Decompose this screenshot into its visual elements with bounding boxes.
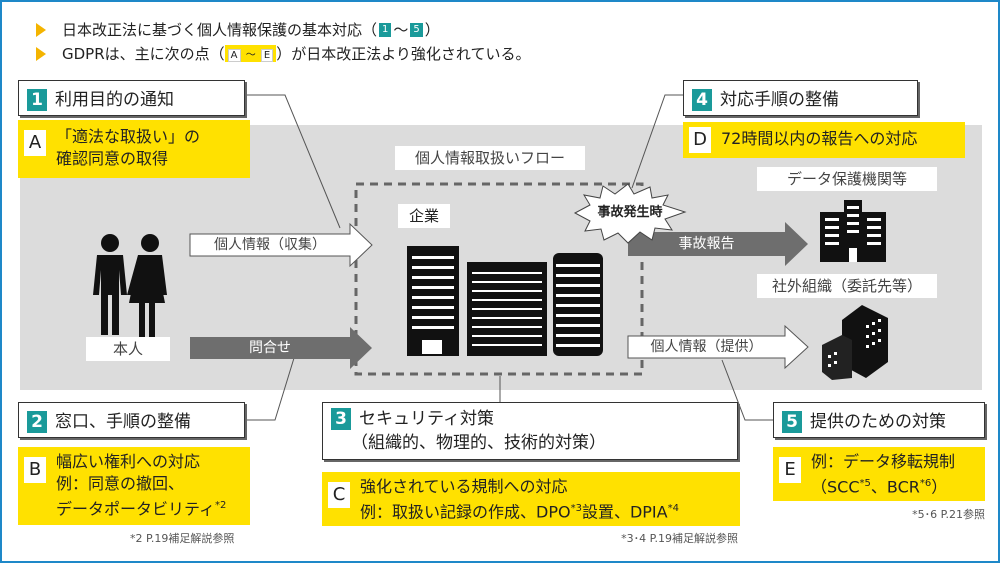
connector-1 [245,94,341,229]
footnote-3-4: *3･4 P.19補足解説参照 [621,532,738,545]
bullet-text: 日本改正法に基づく個人情報保護の基本対応（ [62,21,378,39]
external-org-building-icon [822,305,888,380]
gdpr-line: 確認同意の取得 [56,149,169,168]
company-label: 企業 [398,204,450,228]
basic-title: セキュリティ対策 [359,409,494,429]
gdpr-box-e: E 例：データ移転規制 （SCC*5、BCR*6） [773,447,985,501]
gdpr-box-a: A 「適法な取扱い」の 確認同意の取得 [18,120,250,178]
gdpr-line: 幅広い権利への対応 [56,452,201,471]
company-dashed-boundary [354,182,644,376]
basic-title: 利用目的の通知 [55,90,174,110]
report-arrow [628,222,808,266]
basic-title: 対応手順の整備 [720,90,839,110]
provide-arrow-label: 個人情報（提供） [650,339,763,355]
inquiry-arrow-label: 問合せ [249,340,291,356]
letter-badge: B [24,457,46,483]
footnote-2: *2 P.19補足解説参照 [130,532,235,545]
bullet-basic: 日本改正法に基づく個人情報保護の基本対応（1〜5） [36,19,440,40]
footnote-ref: *4 [667,503,679,514]
footnote-5-6: *5･6 P.21参照 [912,508,985,521]
basic-box-3: 3 セキュリティ対策 （組織的、物理的、技術的対策） [322,402,738,460]
number-badge: 2 [27,411,47,433]
flow-title: 個人情報取扱いフロー [395,146,585,170]
bullet-text-end: ）が日本改正法より強化されている。 [276,45,531,63]
range-badge: A 〜 E [224,45,277,62]
range-start: A [227,49,241,62]
triangle-bullet-icon [36,22,46,37]
tilde: 〜 [393,21,409,39]
letter-badge: E [779,457,801,483]
number-badge: 1 [27,89,47,111]
gdpr-line: 設置、DPIA [581,502,668,522]
gdpr-line: 強化されている規制への対応 [360,477,568,496]
gdpr-box-d: D 72時間以内の報告への対応 [683,122,965,158]
basic-title: 窓口、手順の整備 [55,412,191,432]
person-label: 本人 [86,337,170,361]
basic-box-4: 4 対応手順の整備 [683,80,918,116]
gdpr-box-c: C 強化されている規制への対応 例：取扱い記録の作成、DPO*3設置、DPIA*… [322,472,740,526]
basic-box-1: 1 利用目的の通知 [18,80,245,116]
incident-label: 事故発生時 [597,205,663,220]
person-icon [93,234,167,340]
incident-starburst-icon [573,183,687,244]
letter-badge: A [24,130,46,156]
gdpr-line: （SCC [811,477,860,497]
gdpr-line: 例：同意の撤回、 [56,474,185,493]
letter-badge: C [328,482,350,508]
connector-2 [245,344,299,421]
gdpr-line: データポータビリティ [56,499,216,519]
bullet-gdpr: GDPRは、主に次の点（A 〜 E）が日本改正法より強化されている。 [36,43,530,64]
range-end-badge: 5 [410,22,423,37]
range-start-badge: 1 [379,22,392,37]
footnote-ref: *6 [919,478,932,489]
number-badge: 4 [692,89,712,111]
collect-arrow-label: 個人情報（収集） [214,237,326,253]
gdpr-line: 例：データ移転規制 [811,452,956,471]
basic-title: 提供のための対策 [810,412,946,432]
footnote-ref: *3 [570,503,582,514]
number-badge: 5 [782,411,802,433]
basic-box-2: 2 窓口、手順の整備 [18,402,245,438]
range-end: E [260,49,274,62]
tilde: 〜 [245,50,256,61]
connector-5 [721,359,773,421]
gdpr-box-b: B 幅広い権利への対応 例：同意の撤回、 データポータビリティ*2 [18,447,250,525]
bullet-text: GDPRは、主に次の点（ [62,45,225,63]
gdpr-line: 、BCR [870,477,920,497]
number-badge: 3 [331,408,351,430]
letter-badge: D [689,127,711,153]
triangle-bullet-icon [36,46,46,61]
gdpr-line: 例：取扱い記録の作成、DPO [360,502,571,522]
gdpr-line: 72時間以内の報告への対応 [721,129,918,148]
basic-subtitle: （組織的、物理的、技術的対策） [351,433,606,453]
bullet-text-end: ） [424,21,440,39]
authority-building-icon [820,200,886,262]
company-buildings-icon [407,246,603,356]
report-arrow-label: 事故報告 [678,236,735,252]
footnote-ref: *2 [215,500,227,511]
basic-box-5: 5 提供のための対策 [773,402,985,438]
collect-arrow [189,222,373,268]
provide-arrow [627,324,809,370]
gdpr-line: ） [931,477,948,497]
connector-4 [631,94,683,189]
inquiry-arrow [190,327,372,369]
authority-label: データ保護機関等 [757,167,937,191]
external-org-label: 社外組織（委託先等） [757,274,937,298]
footnote-ref: *5 [859,478,871,489]
gdpr-line: 「適法な取扱い」の [56,127,201,146]
